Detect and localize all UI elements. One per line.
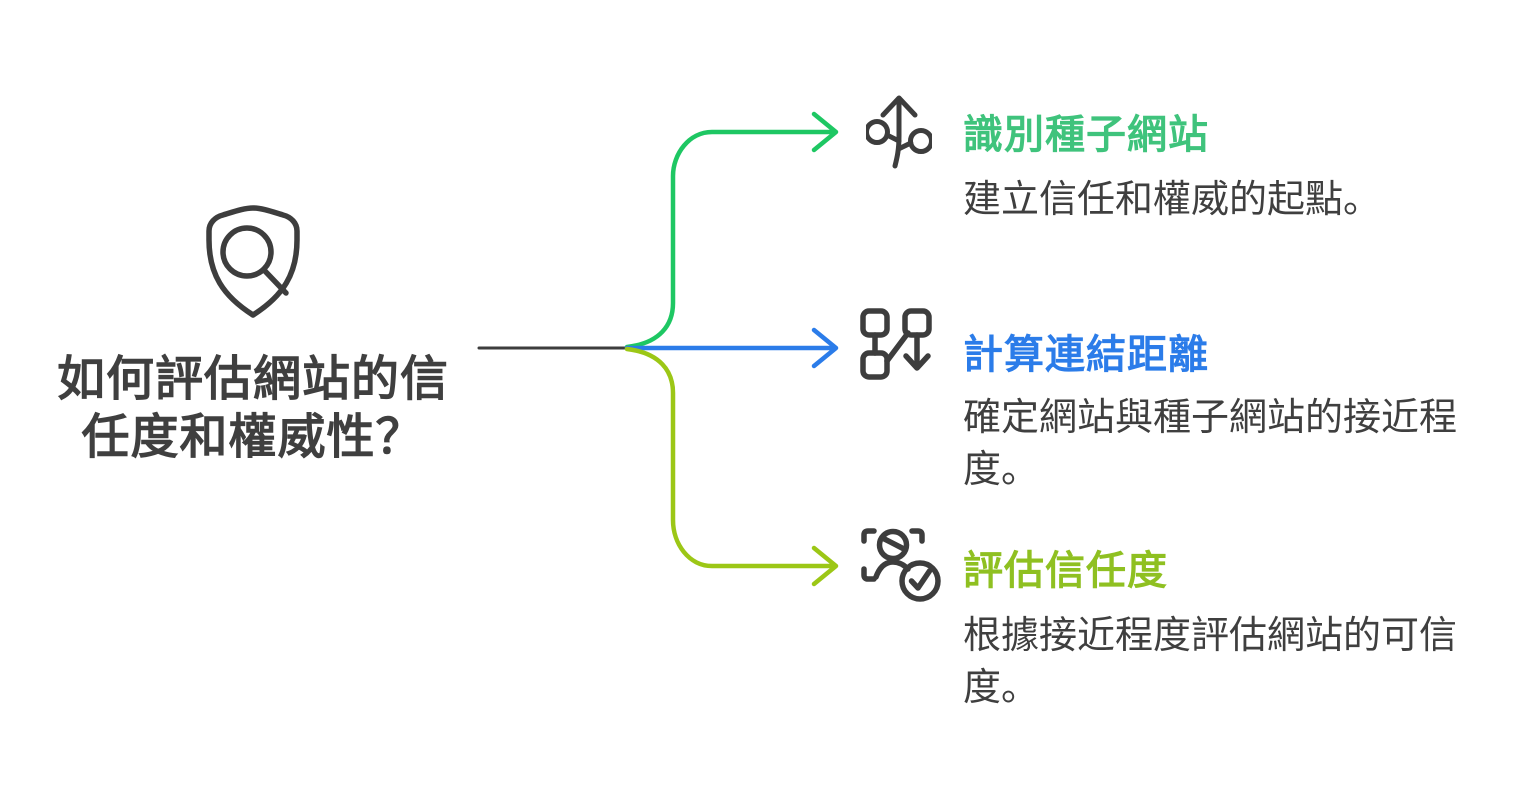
central-topic-title: 如何評估網站的信 任度和權威性？ <box>33 351 473 466</box>
branch-link-distance: 計算連結距離 確定網站與種子網站的接近程度。 <box>856 306 1506 506</box>
shield-search-icon <box>206 205 300 318</box>
central-topic: 如何評估網站的信 任度和權威性？ <box>33 200 473 466</box>
branch-line-identify-seeds <box>624 111 839 350</box>
branch-desc-link-distance: 確定網站與種子網站的接近程度。 <box>963 397 1458 492</box>
person-check-icon <box>861 528 941 602</box>
central-title-line-2: 任度和權威性？ <box>81 410 425 464</box>
branch-desc-identify-seeds: 建立信任和權威的起點。 <box>963 179 1382 221</box>
central-title-line-1: 如何評估網站的信 <box>56 353 449 406</box>
seed-branch-icon <box>866 95 932 169</box>
branch-title-identify-seeds: 識別種子網站 <box>963 113 1209 157</box>
branch-title-evaluate-trust: 評估信任度 <box>963 549 1168 593</box>
branch-evaluate-trust: 評估信任度 根據接近程度評估網站的可信度。 <box>853 520 1503 720</box>
branch-identify-seeds: 識別種子網站 建立信任和權威的起點。 <box>866 92 1516 262</box>
branch-line-link-distance <box>624 327 839 369</box>
branch-title-link-distance: 計算連結距離 <box>963 333 1209 377</box>
branch-line-evaluate-trust <box>624 346 839 587</box>
link-distance-icon <box>860 308 932 380</box>
branch-desc-evaluate-trust: 根據接近程度評估網站的可信度。 <box>963 615 1458 710</box>
